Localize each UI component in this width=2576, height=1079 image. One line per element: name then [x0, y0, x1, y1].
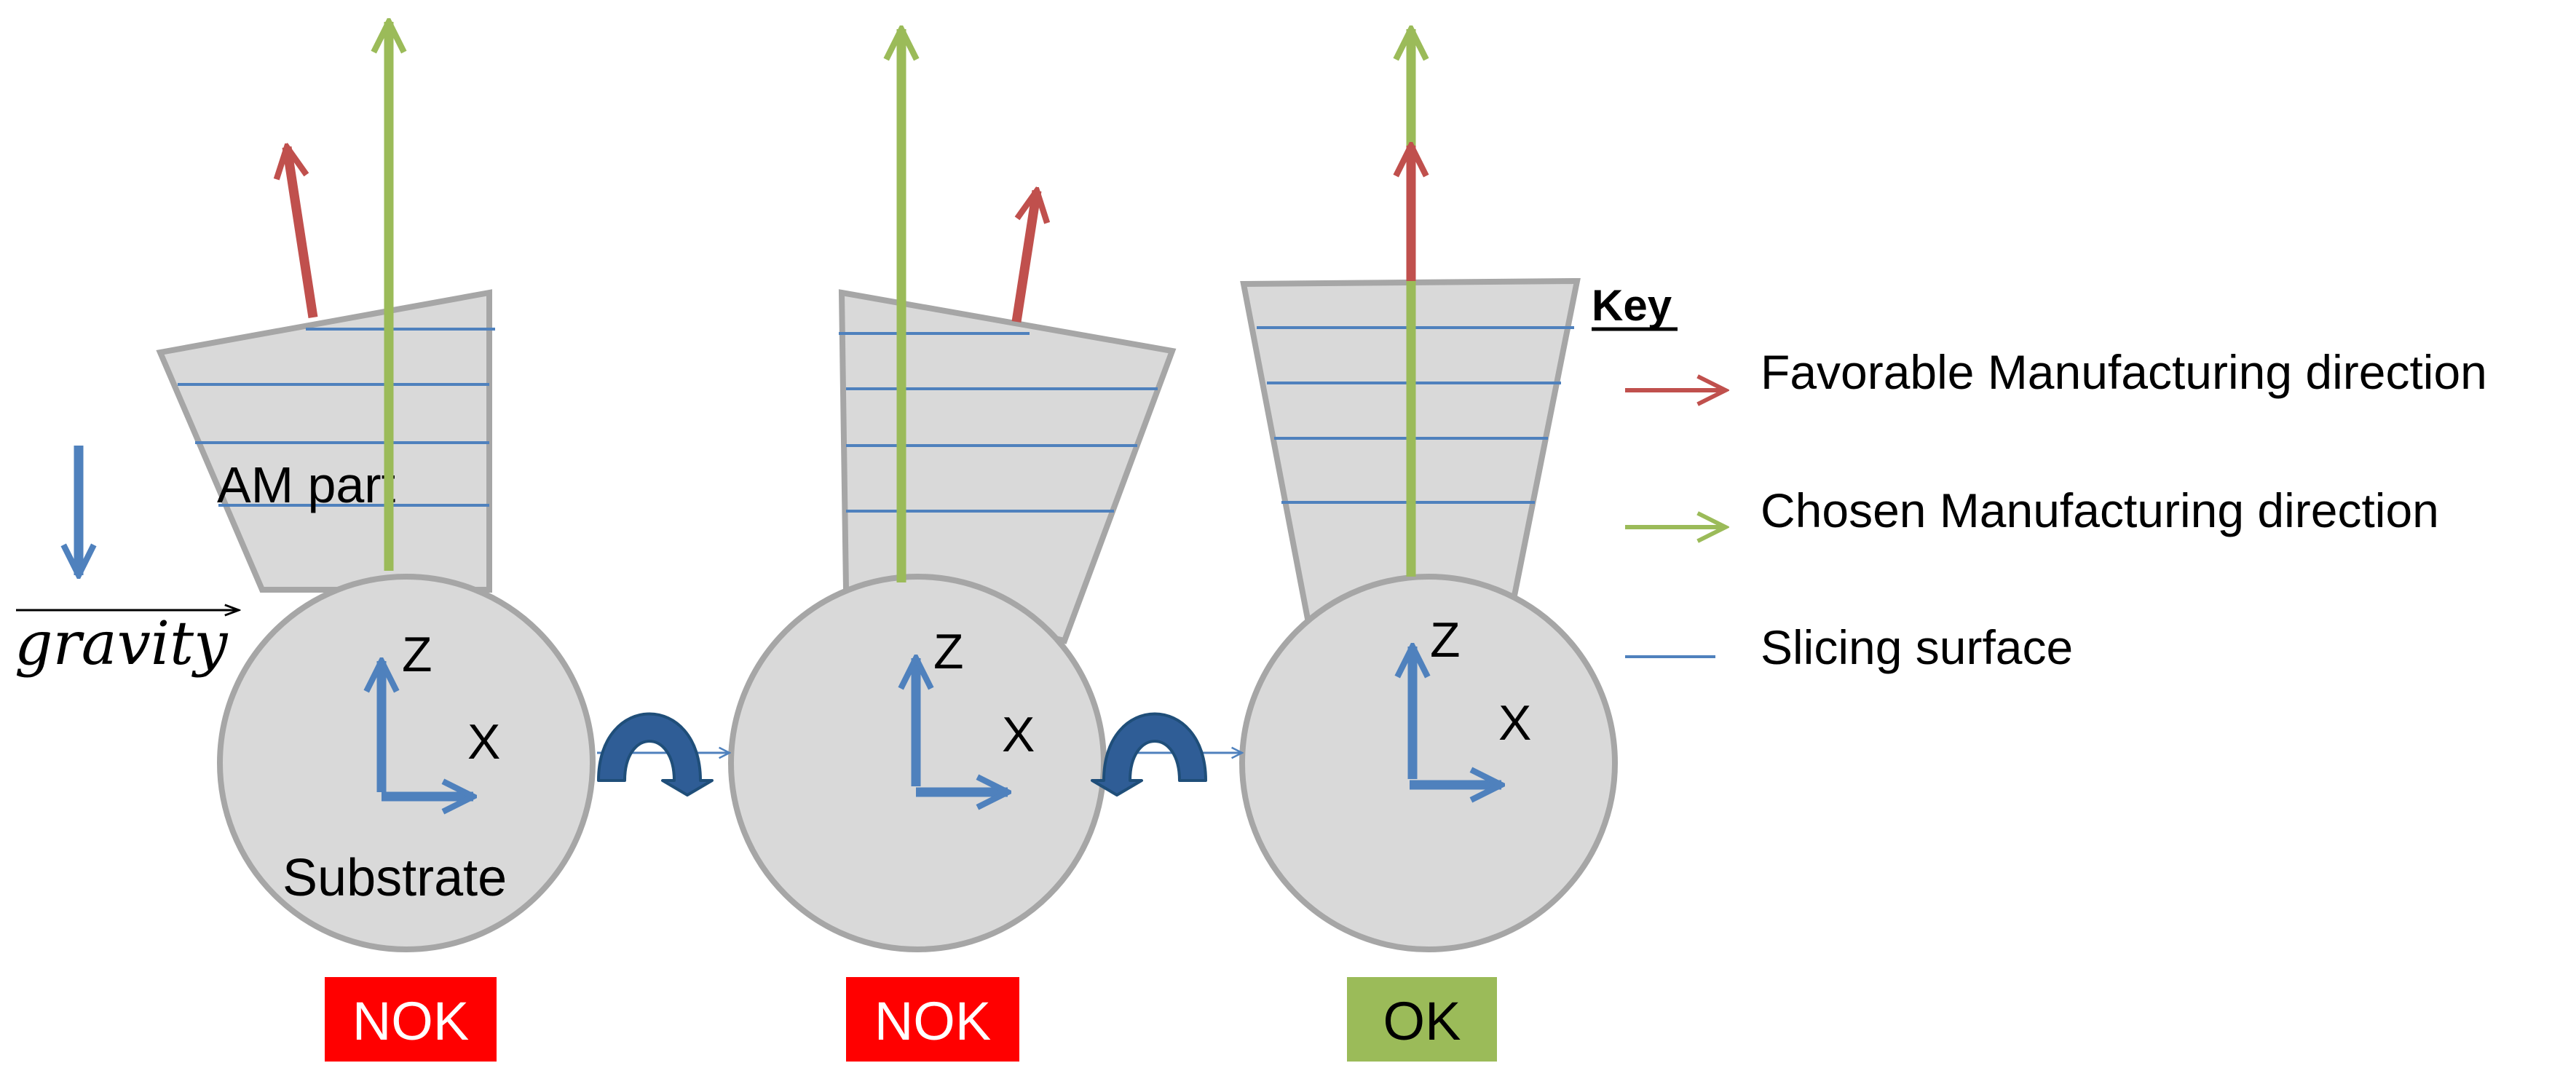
rotation-transition-2	[1091, 712, 1242, 797]
key-title: Key	[1592, 281, 1672, 330]
status-badge-3: OK	[1347, 977, 1497, 1062]
configuration-3: Z X	[1239, 29, 1618, 952]
status-badge-background	[325, 977, 497, 1062]
am-part-label: AM part	[217, 456, 395, 513]
substrate-1	[217, 574, 596, 952]
x-axis-label: X	[1498, 695, 1531, 751]
rotation-transition-1	[597, 712, 730, 797]
status-badge-2: NOK	[846, 977, 1019, 1062]
gravity-label: gravity	[15, 609, 229, 679]
status-badge-label: NOK	[352, 991, 469, 1051]
favorable-direction-key-label: Favorable Manufacturing direction	[1761, 345, 2487, 399]
rotation-arrow-icon	[597, 712, 714, 797]
substrate-label: Substrate	[283, 849, 507, 907]
chosen-direction-key-label: Chosen Manufacturing direction	[1761, 483, 2439, 537]
coordinate-axes-1: Z X	[382, 627, 500, 797]
x-axis-label: X	[467, 714, 500, 770]
status-badge-background	[846, 977, 1019, 1062]
key-legend: Key Favorable Manufacturing direction Ch…	[1592, 281, 2487, 674]
coordinate-axes-3: Z X	[1410, 612, 1531, 785]
favorable-direction-arrow-2	[1011, 191, 1037, 323]
rotation-arrow-icon	[1091, 712, 1207, 797]
configuration-2: Z X	[728, 29, 1177, 952]
status-badge-label: NOK	[874, 991, 991, 1051]
favorable-direction-arrow-1	[287, 147, 318, 318]
z-axis-label: Z	[402, 627, 432, 682]
coordinate-axes-2: Z X	[916, 624, 1035, 792]
status-badge-background	[1347, 977, 1497, 1062]
x-axis-label: X	[1002, 707, 1035, 762]
status-badge-label: OK	[1383, 991, 1461, 1051]
am-part-2	[838, 289, 1177, 644]
z-axis-label: Z	[1430, 612, 1461, 668]
slicing-surfaces-1	[178, 328, 495, 507]
slicing-surface-key-label: Slicing surface	[1761, 620, 2073, 674]
substrate-3	[1239, 574, 1618, 952]
configuration-1: AM part Z X Substrate	[156, 22, 596, 952]
z-axis-label: Z	[933, 624, 964, 679]
gravity-indicator: gravity	[15, 446, 239, 679]
status-badge-1: NOK	[325, 977, 497, 1062]
